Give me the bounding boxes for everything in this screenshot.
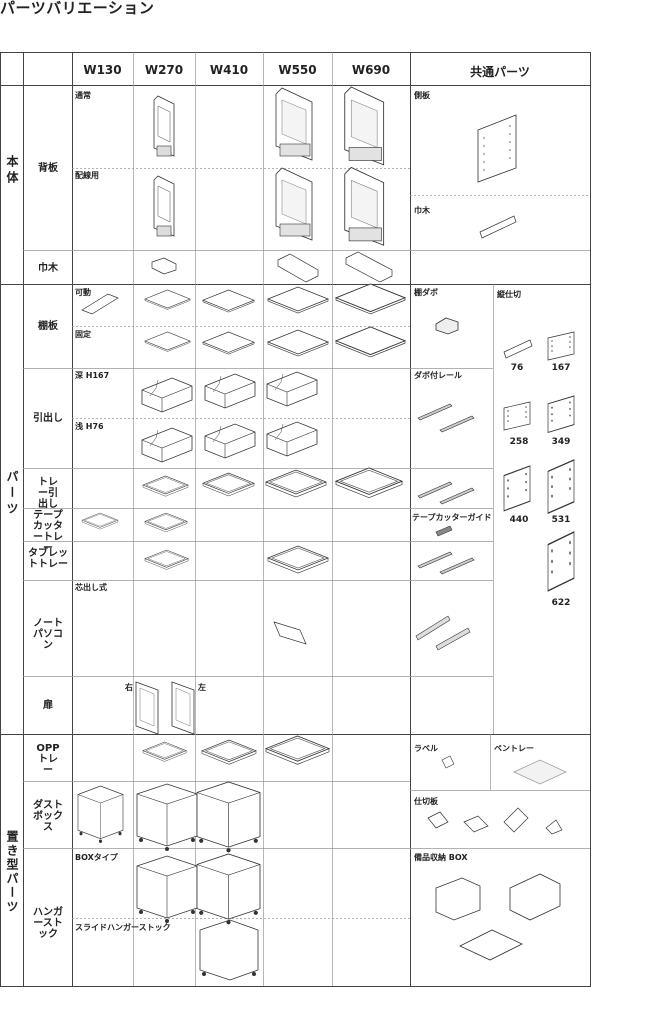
common-shelf-dowel: 棚ダボ bbox=[414, 288, 438, 297]
common-side-panel: 側板 bbox=[414, 91, 430, 100]
sublabel-shallow: 浅 H76 bbox=[75, 422, 104, 431]
sublabel-right: 右 bbox=[125, 683, 133, 692]
header-w410: W410 bbox=[209, 63, 249, 77]
backboard-wiring-w690 bbox=[344, 167, 385, 246]
common-supply-box: 備品収納 BOX bbox=[414, 853, 468, 862]
backboard-normal-w270 bbox=[153, 95, 175, 157]
common-divider: 縦仕切 bbox=[497, 290, 521, 299]
page-title: パーツバリエーション bbox=[0, 0, 155, 17]
category-body-text: 本体 bbox=[5, 155, 19, 187]
row-tray-drawer: トレー引出し bbox=[38, 477, 58, 510]
category-parts: パーツ bbox=[1, 470, 23, 524]
category-standalone-text: 置き型パーツ bbox=[5, 830, 19, 914]
row-notebook-pc: ノートパソコン bbox=[33, 618, 63, 651]
row-shelf: 棚板 bbox=[38, 321, 58, 332]
sublabel-fixed: 固定 bbox=[75, 330, 91, 339]
divider-size-167: 167 bbox=[551, 363, 571, 373]
sublabel-slide-hanger: スライドハンガーストック bbox=[75, 923, 171, 932]
sublabel-deep: 深 H167 bbox=[75, 371, 110, 380]
sublabel-normal: 通常 bbox=[75, 91, 91, 100]
row-drawer: 引出し bbox=[33, 413, 63, 424]
divider-size-258: 258 bbox=[509, 437, 529, 447]
row-hanger-stock: ハンガーストック bbox=[33, 907, 63, 940]
backboard-wiring-w550 bbox=[275, 167, 313, 241]
divider-size-76: 76 bbox=[510, 363, 524, 373]
sublabel-core-out: 芯出し式 bbox=[75, 583, 107, 592]
row-dust-box: ダストボックス bbox=[33, 800, 63, 833]
divider-size-349: 349 bbox=[551, 437, 571, 447]
category-standalone: 置き型パーツ bbox=[1, 830, 23, 920]
header-w270: W270 bbox=[144, 63, 184, 77]
common-baseboard: 巾木 bbox=[414, 206, 430, 215]
row-tape-cutter-tray: テープカッタートレー bbox=[33, 510, 63, 554]
common-tape-cutter-guide: テープカッターガイド bbox=[412, 513, 492, 522]
sublabel-left: 左 bbox=[198, 683, 206, 692]
category-body: 本体 bbox=[1, 155, 23, 193]
row-backboard: 背板 bbox=[38, 163, 58, 174]
divider-size-440: 440 bbox=[509, 515, 529, 525]
header-common: 共通パーツ bbox=[470, 65, 530, 79]
sublabel-box-type: BOXタイプ bbox=[75, 853, 118, 862]
row-door: 扉 bbox=[43, 700, 53, 711]
backboard-normal-w550 bbox=[275, 87, 313, 161]
sublabel-movable: 可動 bbox=[75, 288, 91, 297]
common-dowel-rail: ダボ付レール bbox=[414, 371, 462, 380]
backboard-wiring-w270 bbox=[153, 175, 175, 237]
header-w130: W130 bbox=[83, 63, 122, 77]
header-w550: W550 bbox=[278, 63, 317, 77]
common-pen-tray: ペントレー bbox=[494, 744, 534, 753]
common-label: ラベル bbox=[414, 744, 438, 753]
category-parts-text: パーツ bbox=[5, 470, 19, 518]
divider-size-531: 531 bbox=[551, 515, 571, 525]
common-partition: 仕切板 bbox=[414, 797, 438, 806]
row-opp-tray: OPPトレー bbox=[36, 743, 60, 776]
row-tablet-tray: タブレットトレー bbox=[28, 548, 68, 570]
row-baseboard: 巾木 bbox=[38, 263, 58, 274]
divider-size-622: 622 bbox=[551, 598, 571, 608]
header-w690: W690 bbox=[351, 63, 391, 77]
backboard-normal-w690 bbox=[344, 86, 385, 166]
sublabel-wiring: 配線用 bbox=[75, 171, 99, 180]
